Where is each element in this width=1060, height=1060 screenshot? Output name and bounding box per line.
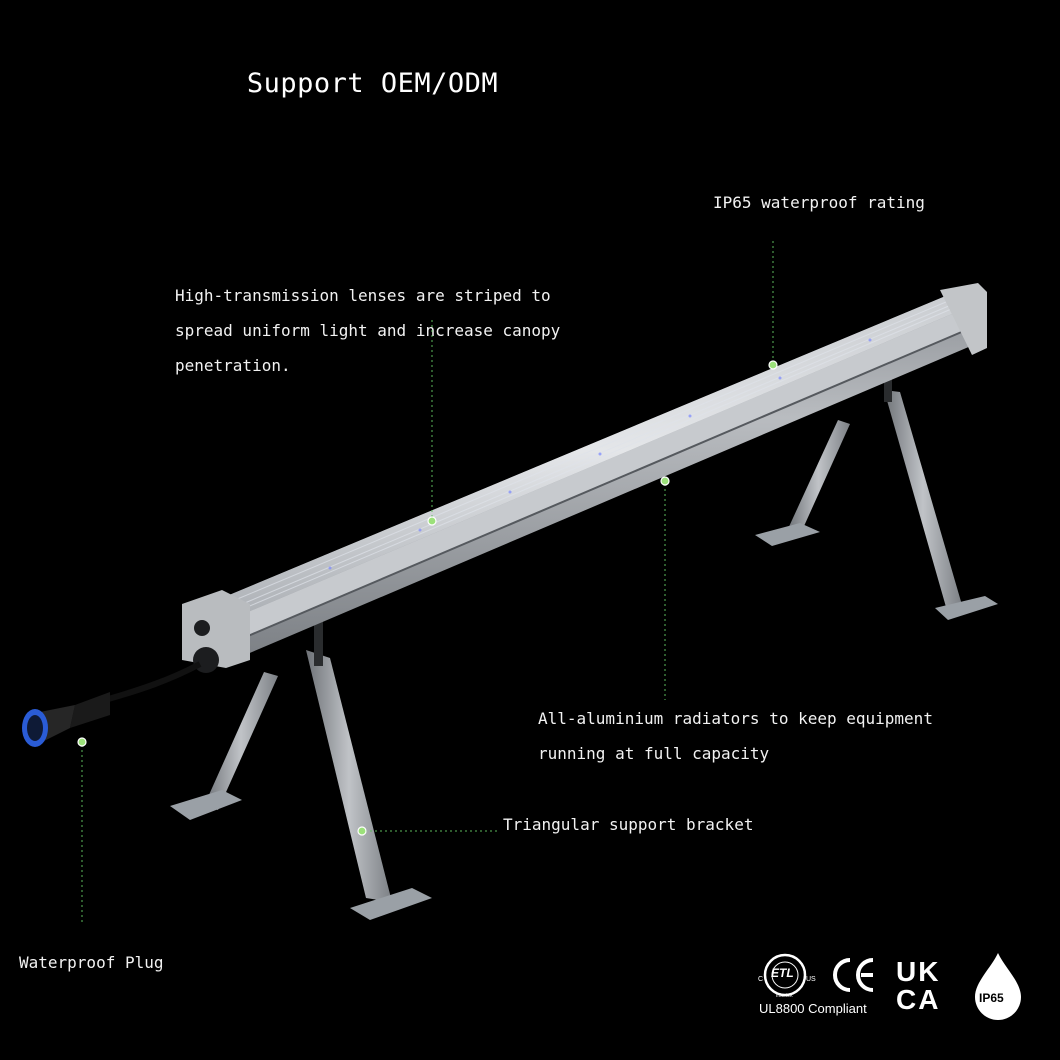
plug-callout: Waterproof Plug: [19, 953, 164, 972]
ip65-badge: IP65: [979, 991, 1004, 1005]
light-bar: [182, 283, 987, 673]
ul-compliant: UL8800 Compliant: [759, 1001, 867, 1016]
ip65-callout: IP65 waterproof rating: [713, 193, 925, 212]
etl-mark: ETL: [771, 966, 794, 980]
radiators-callout: All-aluminium radiators to keep equipmen…: [538, 701, 933, 771]
etl-c: C: [758, 976, 764, 983]
radiators-marker: [660, 476, 670, 486]
etl-logo: [763, 953, 807, 997]
lenses-callout: High-transmission lenses are striped to …: [175, 278, 560, 383]
lenses-marker: [427, 516, 437, 526]
lenses-line-3: penetration.: [175, 356, 291, 375]
ce-logo: [833, 958, 874, 992]
ip65-marker: [768, 360, 778, 370]
ukca-top: UK: [896, 956, 941, 987]
radiators-line-2: running at full capacity: [538, 744, 770, 763]
ukca-bottom: CA: [896, 984, 941, 1015]
etl-intertek: Intertek: [776, 993, 793, 999]
lenses-line-1: High-transmission lenses are striped to: [175, 286, 551, 305]
lenses-line-2: spread uniform light and increase canopy: [175, 321, 561, 340]
bracket-callout: Triangular support bracket: [503, 815, 754, 834]
front-bracket: [170, 600, 432, 920]
bracket-marker: [357, 826, 367, 836]
waterproof-plug: [22, 661, 202, 747]
certification-logos: [763, 953, 1021, 1020]
etl-us: US: [806, 976, 816, 983]
plug-marker: [77, 737, 87, 747]
radiators-line-1: All-aluminium radiators to keep equipmen…: [538, 709, 933, 728]
headline: Support OEM/ODM: [246, 68, 499, 99]
water-drop-icon: [975, 953, 1021, 1020]
certifications: ETL C US Intertek UL8800 Compliant CE UK…: [755, 950, 1055, 1030]
leader-lines: [81, 241, 774, 925]
